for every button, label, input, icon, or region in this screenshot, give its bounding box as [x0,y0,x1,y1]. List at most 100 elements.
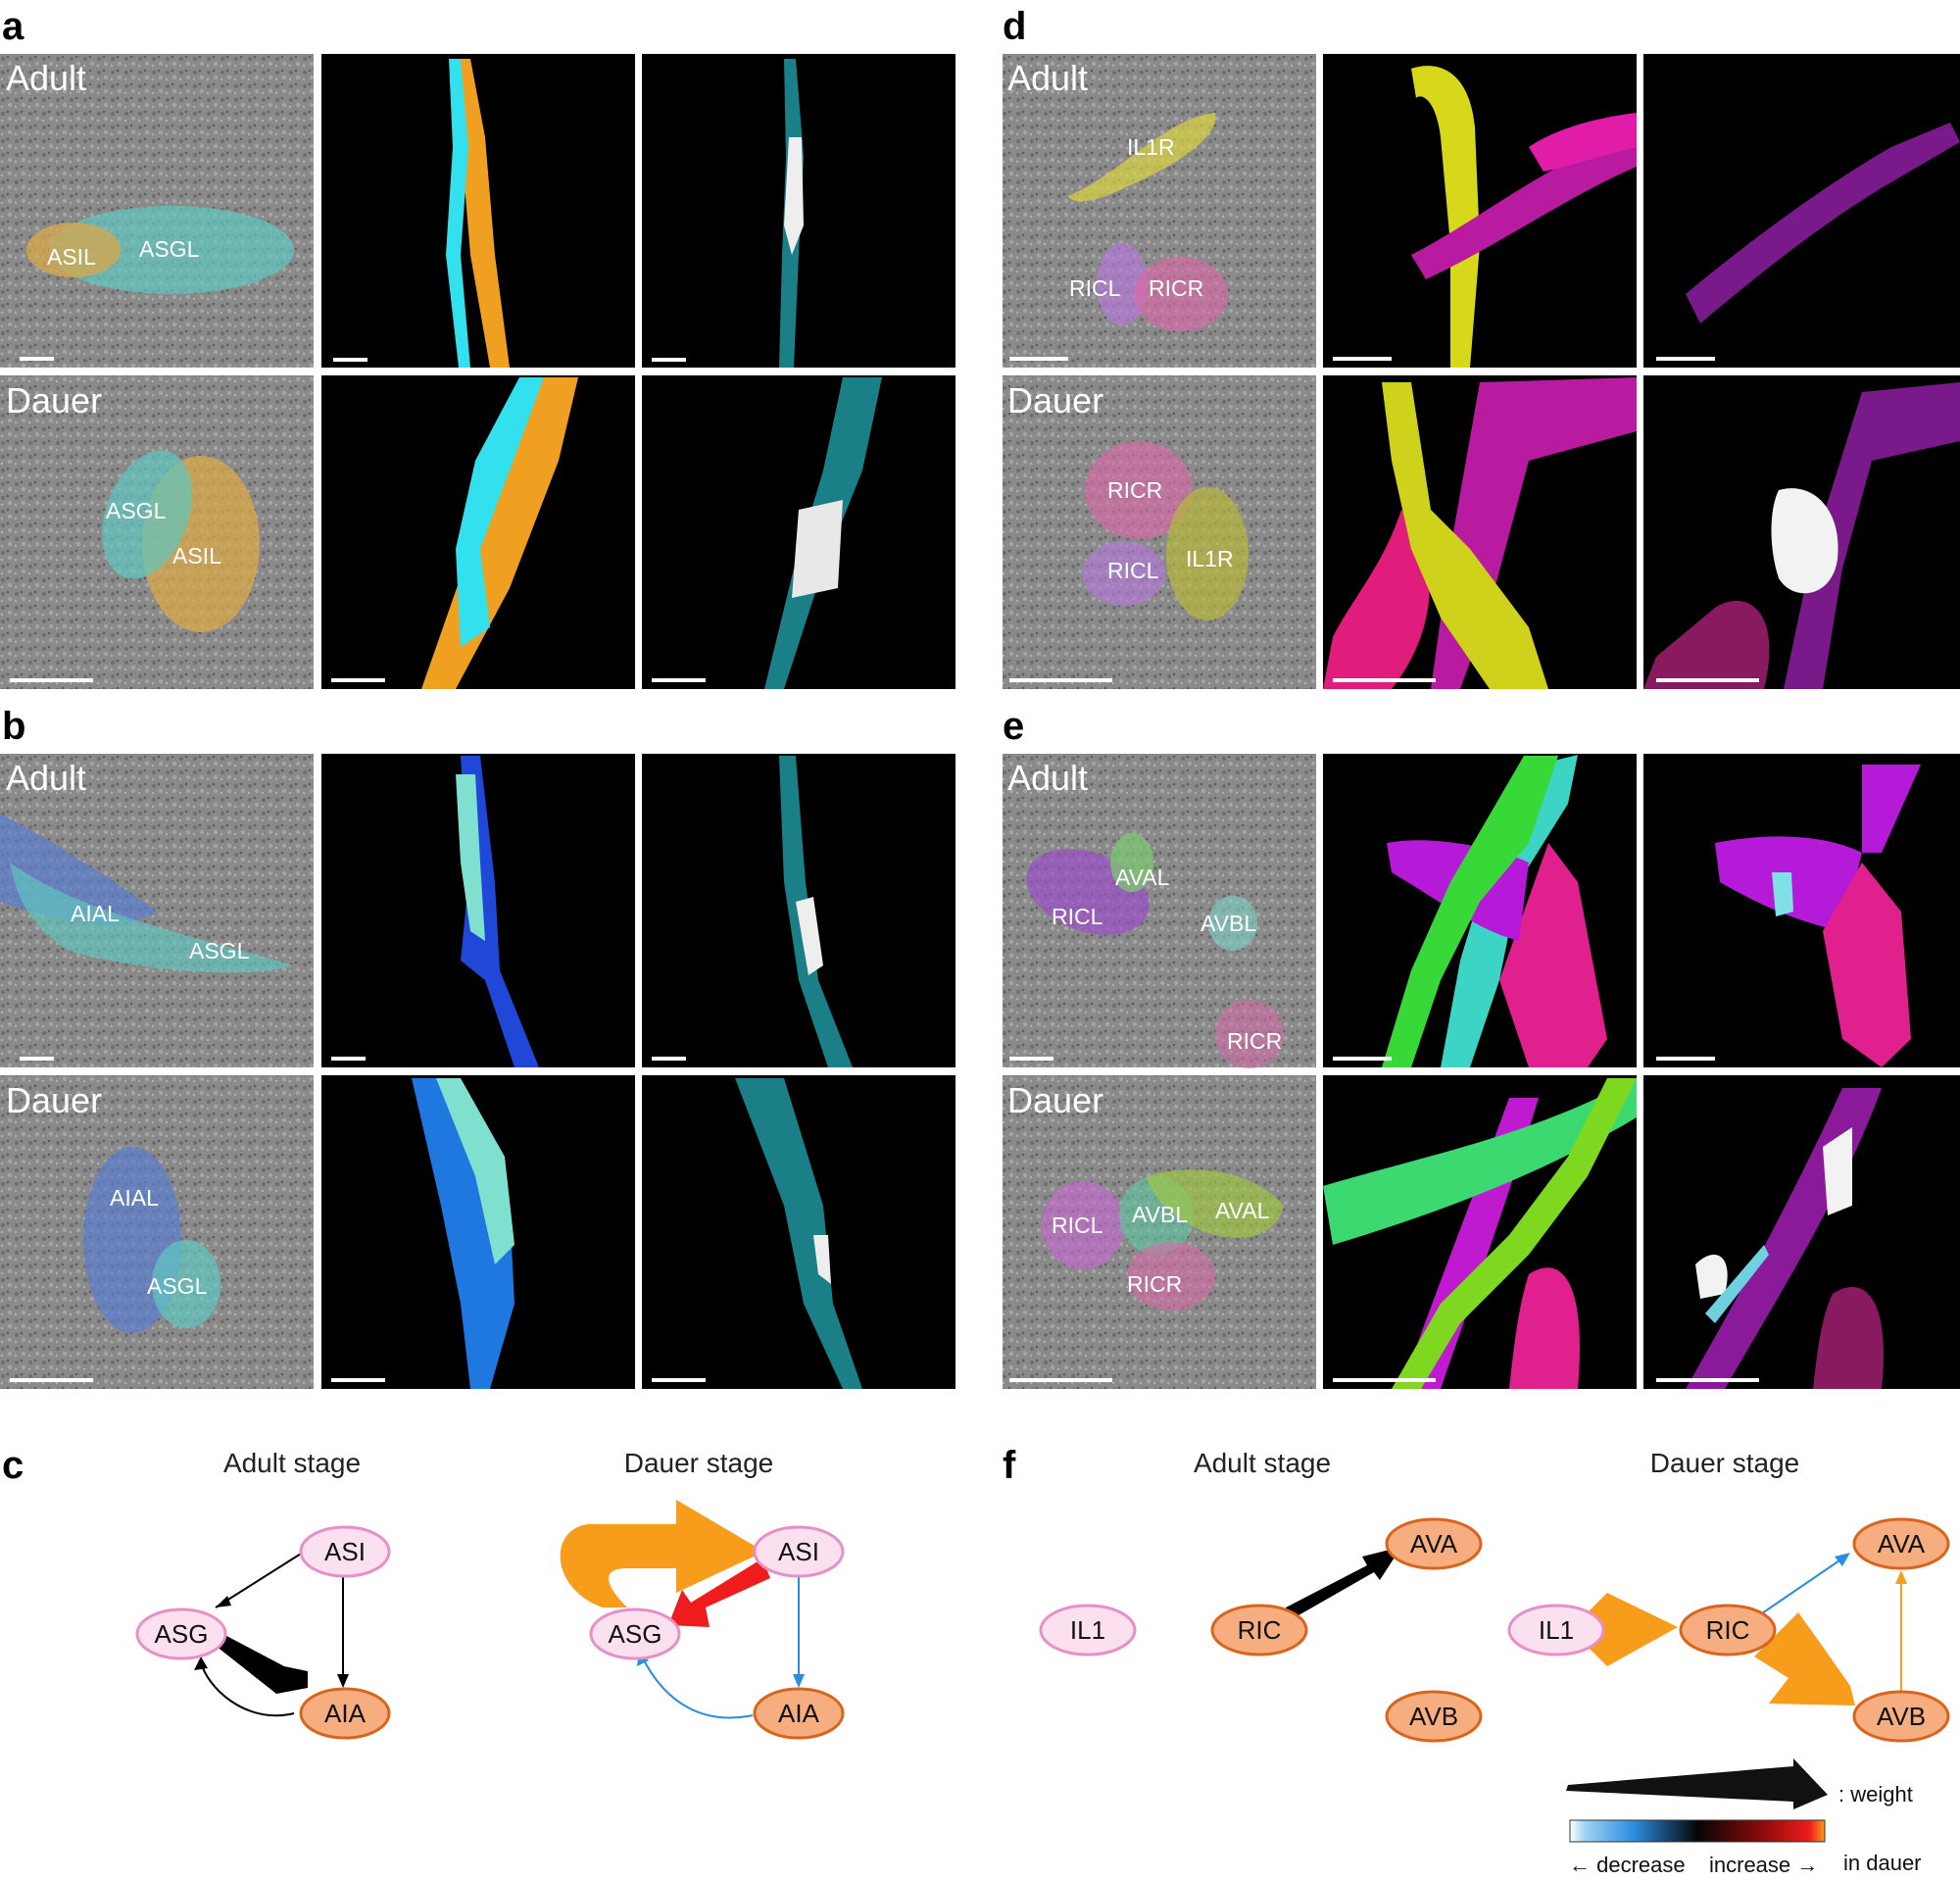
scale-bar [1656,678,1759,682]
edge-il1-ric [1588,1593,1678,1666]
legend-weight-arrow [1566,1758,1828,1809]
render-b-dauer-colored [321,1075,635,1389]
edge-arrowhead [337,1674,349,1688]
graph-c-dauer: Dauer stage ASI ASG AIA [560,1448,845,1740]
cell-label-aval: AVAL [1115,865,1170,890]
cell-ricr-region [1134,257,1228,331]
em-image-a-dauer: Dauer ASGL ASIL [0,375,314,689]
edge-arrowhead [216,1596,231,1608]
cell-label-il1r: IL1R [1127,134,1175,160]
edge-arrowhead [194,1657,208,1670]
svg-text:RIC: RIC [1238,1615,1282,1645]
cell-label-ricr: RICR [1149,275,1203,301]
panel-e: Adult AVAL RICL AVBL RICR [1003,754,1960,1389]
svg-text:ASI: ASI [324,1537,366,1566]
graph-c-adult: Adult stage ASI ASG AIA [135,1448,391,1740]
scale-bar [331,678,385,682]
node-avb: AVB [1385,1690,1483,1743]
render-e-dauer-contact [1643,1075,1960,1389]
legend-in-dauer-label: in dauer [1843,1851,1922,1875]
panel-d: Adult IL1R RICL RICR Dauer RICR RICL [1003,54,1960,689]
scale-bar [1656,1378,1759,1382]
scale-bar [652,1378,706,1382]
render-d-dauer-colored [1323,375,1637,689]
svg-text:IL1: IL1 [1070,1615,1105,1645]
panel-letter-c: c [2,1444,24,1487]
cell-label-ricl: RICL [1107,558,1159,583]
cell-label-avbl: AVBL [1200,911,1256,936]
panel-letter-a: a [2,5,24,48]
cell-label-ricr: RICR [1107,477,1162,503]
cell-label-asil: ASIL [172,543,221,569]
stage-label-adult: Adult [1007,758,1088,798]
cell-il1r-region [1166,487,1249,620]
cell-ricl-region [1083,541,1165,606]
node-il1: IL1 [1039,1604,1137,1657]
stage-label-adult: Adult [1007,58,1088,98]
cell-label-ricr: RICR [1227,1028,1282,1054]
cell-label-asgl: ASGL [139,236,200,262]
node-aia: AIA [753,1687,845,1740]
svg-text:ASG: ASG [155,1619,209,1649]
stage-label-dauer: Dauer [1007,1080,1103,1120]
cell-ricr-region [1085,441,1193,539]
stage-label-dauer: Dauer [1007,380,1103,421]
edge-ric-avb [1754,1612,1855,1706]
cell-asgl-region [152,1240,220,1328]
em-image-a-adult: Adult ASIL ASGL [0,54,314,368]
stage-label-adult: Adult [6,758,86,798]
cell-label-aval: AVAL [1215,1198,1270,1223]
cell-label-avbl: AVBL [1132,1202,1188,1227]
cell-ricr-region [1127,1242,1215,1311]
svg-text:IL1: IL1 [1539,1615,1574,1645]
stage-label-dauer: Dauer [6,1080,102,1120]
scale-bar [331,1378,385,1382]
render-a-dauer-contact [642,375,956,689]
cell-asgl-region [10,863,294,973]
stage-label-dauer: Dauer [6,380,102,421]
scale-bar [1333,1378,1436,1382]
node-il1: IL1 [1507,1604,1605,1657]
cell-label-ricr: RICR [1127,1271,1182,1297]
scale-bar [652,358,686,362]
em-image-e-adult: Adult AVAL RICL AVBL RICR [1003,754,1316,1068]
scale-bar [20,1057,54,1061]
legend: : weight ← decrease increase → in dauer [1566,1758,1922,1877]
cell-label-asgl: ASGL [189,938,250,964]
edge-asi-asg [668,1558,770,1627]
scale-bar [20,357,54,361]
svg-text:AVB: AVB [1409,1702,1458,1731]
cell-label-aial: AIAL [110,1185,159,1211]
node-asg: ASG [589,1608,681,1660]
render-d-dauer-contact [1643,375,1960,689]
panel-letter-e: e [1003,705,1024,748]
scale-bar [652,678,706,682]
graph-title: Dauer stage [1650,1448,1800,1478]
render-d-adult-colored [1323,54,1637,368]
scale-bar [1009,678,1112,682]
stage-label-adult: Adult [6,58,86,98]
cell-asgl-region [102,450,192,579]
node-asi: ASI [299,1525,391,1578]
node-ric: RIC [1210,1604,1308,1657]
svg-text:AIA: AIA [324,1699,367,1728]
cell-label-asgl: ASGL [106,498,167,523]
scale-bar [10,678,93,682]
cell-label-asil: ASIL [47,244,96,270]
render-b-adult-colored [321,754,635,1067]
graph-f-dauer: Dauer stage IL1 RIC AVA AVB [1507,1448,1950,1743]
svg-text:RIC: RIC [1706,1615,1750,1645]
svg-text:AVA: AVA [1410,1529,1458,1558]
scale-bar [1656,1057,1715,1061]
scale-bar [1333,357,1392,361]
edge-arrowhead [1835,1553,1850,1566]
edge-arrowhead [793,1674,805,1688]
svg-text:AIA: AIA [778,1699,820,1728]
graph-f-adult: Adult stage IL1 RIC AVA AVB [1039,1448,1483,1743]
node-asi: ASI [753,1525,845,1578]
cell-ricr-region [1215,1000,1284,1068]
node-ric: RIC [1679,1604,1777,1657]
scale-bar [1009,1378,1112,1382]
panel-b: Adult AIAL ASGL Dauer AIAL ASGL [0,754,956,1389]
svg-text:ASG: ASG [609,1619,662,1649]
